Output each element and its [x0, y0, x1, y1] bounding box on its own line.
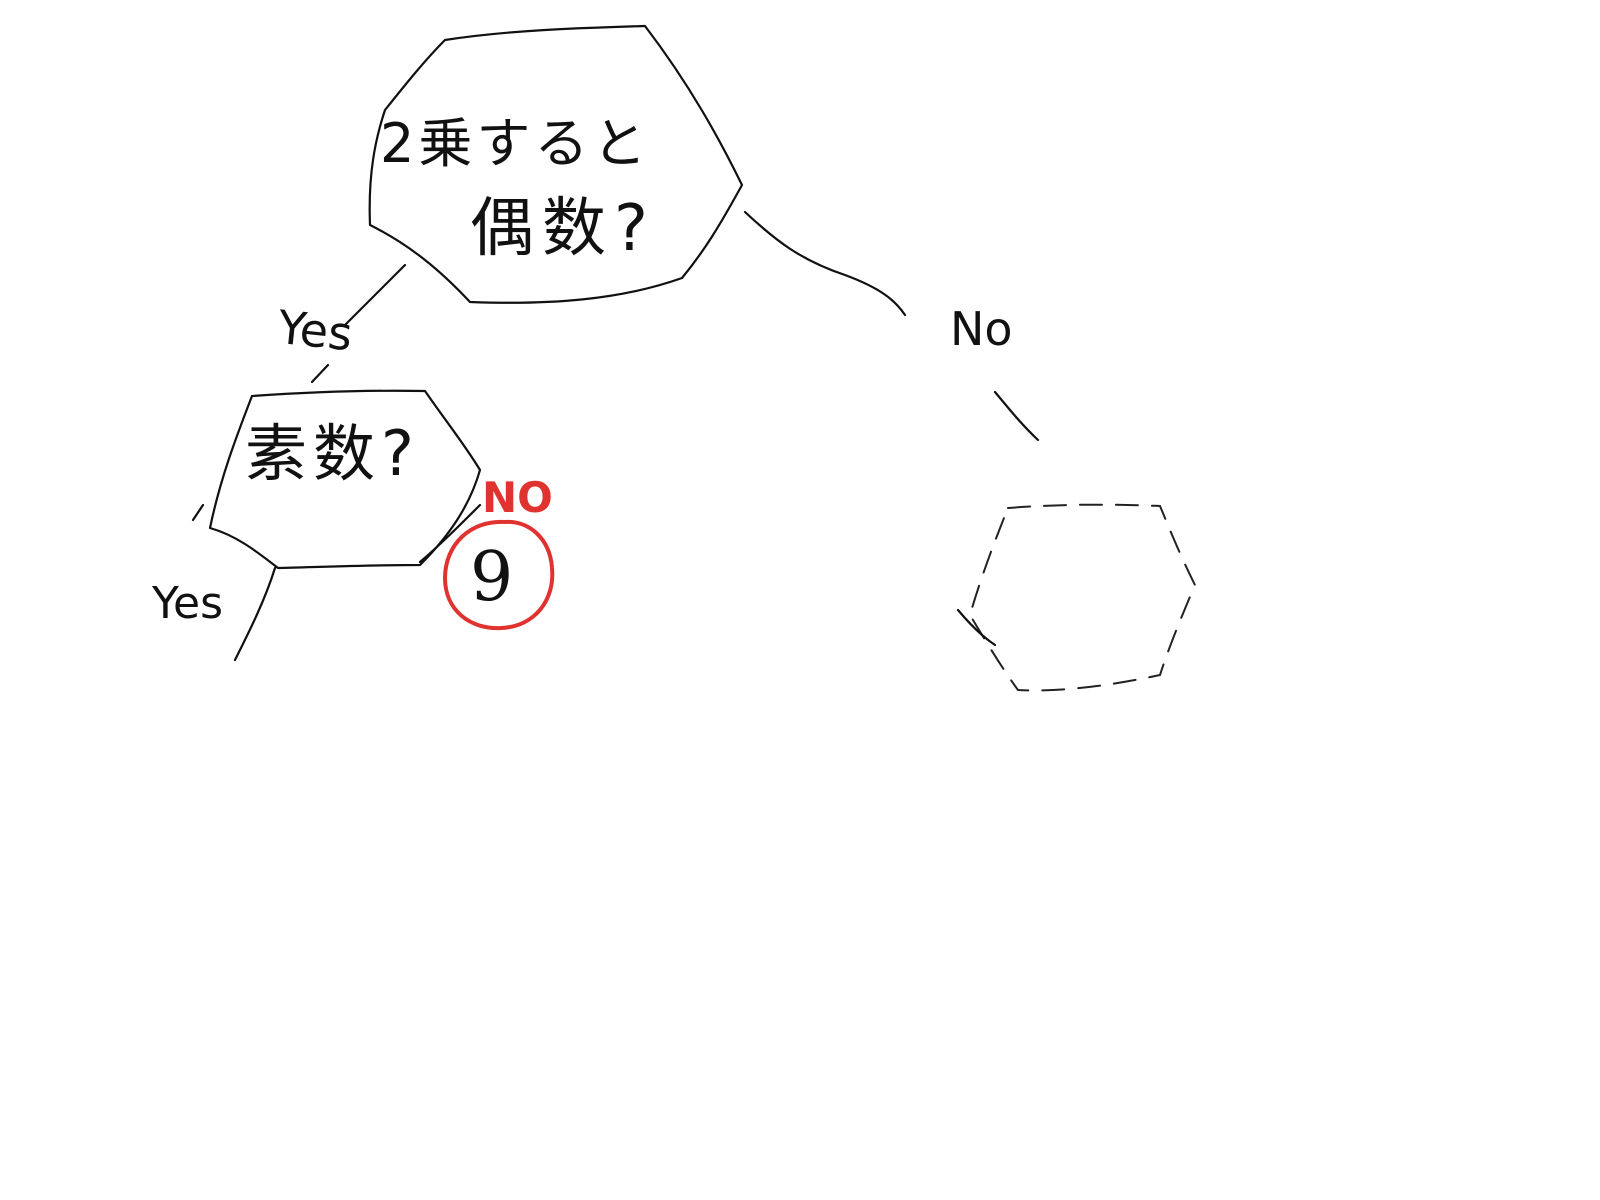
child-yes-label: Yes	[151, 578, 223, 629]
right-edge-label: No	[950, 302, 1013, 356]
leaf-circle	[442, 519, 555, 631]
child-node-shape-underline	[191, 503, 205, 522]
edge-root-to-child-tail	[310, 363, 330, 384]
edge-root-to-child	[343, 263, 407, 327]
root-node: 2乗すると 偶数?	[368, 24, 744, 304]
left-edge-label: Yes	[274, 300, 354, 362]
edge-root-to-right	[743, 210, 907, 317]
leaf-node: 9	[442, 519, 555, 631]
root-node-shape	[368, 24, 744, 304]
child-node-shape	[208, 389, 482, 570]
edge-child-yes	[233, 566, 277, 662]
placeholder-node-tick	[956, 608, 997, 647]
edge-right-continuation	[993, 390, 1040, 442]
edge-child-no	[418, 503, 482, 564]
child-node: 素数?	[191, 389, 482, 570]
child-no-label: NO	[482, 473, 553, 522]
placeholder-node	[956, 503, 1197, 692]
child-node-label: 素数?	[245, 417, 420, 490]
leaf-value: 9	[470, 538, 513, 617]
root-node-label-line1: 2乗すると	[380, 112, 650, 175]
root-node-label-line2: 偶数?	[470, 192, 656, 266]
placeholder-node-shape	[968, 503, 1197, 692]
